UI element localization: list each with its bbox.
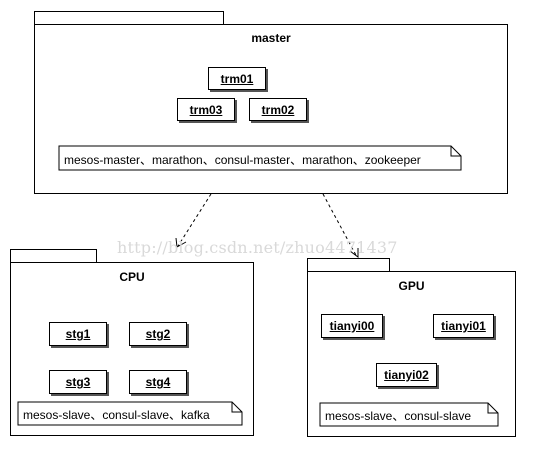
node-tianyi00[interactable]: tianyi00 [321,314,383,338]
cpu-note-shape [17,401,243,426]
gpu-package-title: GPU [398,279,425,293]
node-trm02[interactable]: trm02 [249,98,307,121]
master-note-text: mesos-master、marathon、consul-master、mara… [64,153,421,167]
node-tianyi01[interactable]: tianyi01 [433,314,494,338]
cpu-note-text: mesos-slave、consul-slave、kafka [23,408,210,422]
master-note-shape [58,145,462,171]
gpu-note-text: mesos-slave、consul-slave [325,409,472,423]
master-package-title: master [251,31,291,45]
gpu-package: GPU [307,271,516,437]
node-stg2[interactable]: stg2 [129,322,187,346]
dependency-arrow-master-cpu [175,193,212,248]
watermark-text: http://blog.csdn.net/zhuo4471437 [117,238,398,257]
node-tianyi02[interactable]: tianyi02 [376,363,437,387]
dependency-arrow-master-gpu [322,193,359,258]
gpu-note-shape [319,402,499,427]
node-trm01[interactable]: trm01 [208,67,266,90]
cpu-package: CPU [10,262,254,436]
node-stg3[interactable]: stg3 [49,370,107,394]
node-trm03[interactable]: trm03 [177,98,235,121]
cpu-package-tab [10,249,97,263]
master-package: master [34,24,508,194]
master-package-tab [34,11,224,25]
node-stg4[interactable]: stg4 [129,370,187,394]
cpu-package-title: CPU [119,270,145,284]
node-stg1[interactable]: stg1 [49,322,107,346]
gpu-package-tab [307,258,390,272]
